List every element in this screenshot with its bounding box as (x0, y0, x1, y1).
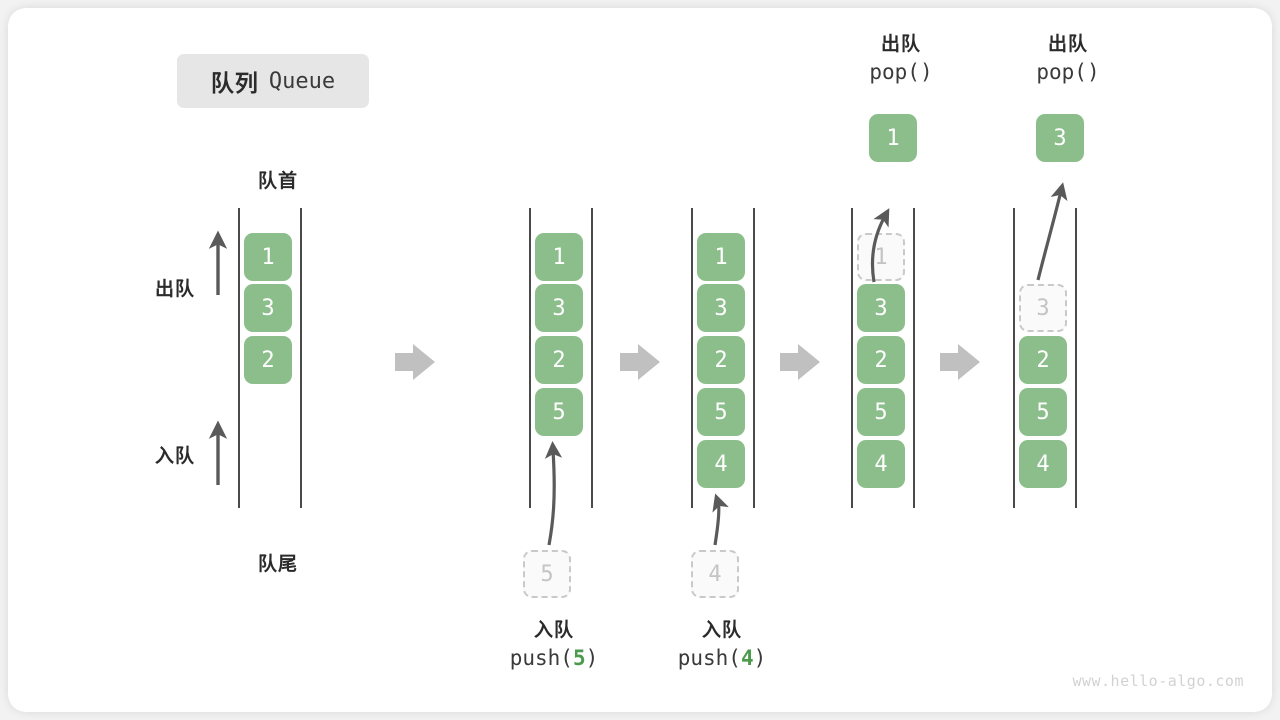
operation-label-cn: 出队 (1047, 34, 1088, 55)
queue-rail-left-stage-4 (851, 208, 853, 508)
step-arrow-3 (780, 344, 820, 380)
operation-label-code: push(5) (461, 645, 647, 672)
code-suffix: ) (585, 646, 599, 671)
queue-element: 2 (1019, 336, 1067, 384)
queue-element: 5 (1019, 388, 1067, 436)
queue-element: 2 (857, 336, 905, 384)
queue-element-ghost: 1 (857, 233, 905, 281)
operation-label-pop-1: 出队 pop() (808, 33, 994, 86)
queue-element: 2 (535, 336, 583, 384)
queue-front-label: 队首 (257, 171, 298, 192)
site-watermark: www.hello-algo.com (1072, 672, 1244, 690)
diagram-title-badge: 队列 Queue (177, 54, 369, 108)
queue-rail-left-stage-1 (238, 208, 240, 508)
code-prefix: push( (677, 646, 741, 671)
push-arrow-5-icon (544, 441, 563, 546)
queue-rail-right-stage-2 (591, 208, 593, 508)
incoming-element-ghost: 5 (523, 550, 571, 598)
operation-label-cn: 入队 (533, 620, 574, 641)
operation-label-pop-3: 出队 pop() (975, 33, 1161, 86)
code-prefix: pop( (1036, 60, 1087, 85)
push-arrow-4-icon (712, 493, 729, 546)
queue-element: 5 (697, 388, 745, 436)
step-arrow-2 (620, 344, 660, 380)
queue-rail-right-stage-4 (913, 208, 915, 508)
code-prefix: push( (509, 646, 573, 671)
step-arrow-4 (940, 344, 980, 380)
queue-element: 3 (697, 284, 745, 332)
operation-label-push-4: 入队 push(4) (629, 619, 815, 672)
queue-element-ghost: 3 (1019, 284, 1067, 332)
code-suffix: ) (919, 60, 933, 85)
popped-element: 1 (869, 114, 917, 162)
code-arg: 5 (572, 646, 586, 671)
title-chinese: 队列 (210, 70, 259, 96)
operation-label-cn: 入队 (701, 620, 742, 641)
pop-arrow-3-icon (1036, 182, 1068, 281)
queue-rail-left-stage-3 (691, 208, 693, 508)
queue-element: 2 (244, 336, 292, 384)
queue-element: 3 (535, 284, 583, 332)
queue-element: 4 (1019, 440, 1067, 488)
queue-element: 1 (244, 233, 292, 281)
popped-element: 3 (1036, 114, 1084, 162)
dequeue-direction-label: 出队 (155, 279, 196, 300)
queue-element: 5 (857, 388, 905, 436)
code-suffix: ) (1086, 60, 1100, 85)
operation-label-code: pop() (808, 59, 994, 86)
arrow-overlay (208, 182, 1068, 546)
operation-label-push-5: 入队 push(5) (461, 619, 647, 672)
queue-element: 4 (697, 440, 745, 488)
code-suffix: ) (753, 646, 767, 671)
code-arg: 4 (740, 646, 754, 671)
enqueue-direction-label: 入队 (155, 446, 196, 467)
operation-label-cn: 出队 (880, 34, 921, 55)
queue-element: 1 (697, 233, 745, 281)
queue-rear-label: 队尾 (257, 554, 298, 575)
queue-rail-right-stage-3 (753, 208, 755, 508)
operation-label-code: push(4) (629, 645, 815, 672)
queue-element: 5 (535, 388, 583, 436)
queue-rail-right-stage-1 (300, 208, 302, 508)
operation-label-code: pop() (975, 59, 1161, 86)
queue-rail-right-stage-5 (1075, 208, 1077, 508)
queue-rail-left-stage-2 (529, 208, 531, 508)
queue-element: 3 (244, 284, 292, 332)
incoming-element-ghost: 4 (691, 550, 739, 598)
diagram-card: 队列 Queue 队首 队尾 出队 入队 1 3 2 1 3 2 5 5 入队 … (8, 8, 1272, 712)
code-prefix: pop( (869, 60, 920, 85)
title-english: Queue (268, 68, 336, 94)
queue-element: 4 (857, 440, 905, 488)
step-arrow-1 (395, 344, 435, 380)
queue-element: 3 (857, 284, 905, 332)
queue-rail-left-stage-5 (1013, 208, 1015, 508)
queue-element: 1 (535, 233, 583, 281)
queue-element: 2 (697, 336, 745, 384)
